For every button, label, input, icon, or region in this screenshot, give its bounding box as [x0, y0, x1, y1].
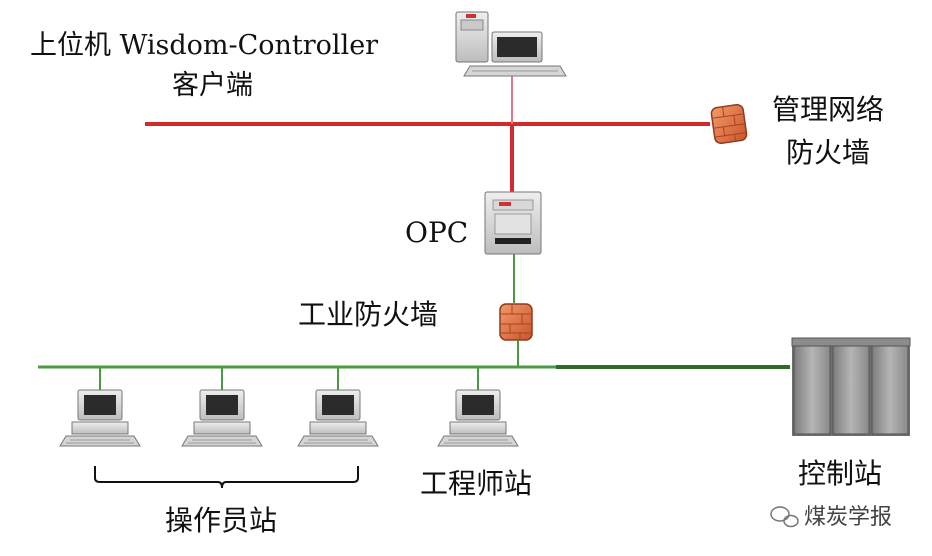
opc-server-icon — [484, 191, 542, 255]
host-computer-icon — [455, 11, 567, 77]
mgmt-firewall-label-line1: 管理网络 — [772, 93, 884, 126]
opc-label: OPC — [405, 216, 468, 249]
engineer-station-label: 工程师站 — [420, 467, 532, 500]
industrial-firewall-icon — [499, 303, 533, 341]
mgmt-firewall-label-line2: 防火墙 — [786, 136, 870, 169]
control-station-label: 控制站 — [798, 457, 882, 490]
operator-station-3-icon — [297, 389, 379, 447]
management-firewall-icon — [709, 103, 749, 145]
host-label-line2: 客户端 — [172, 70, 253, 101]
industrial-firewall-label: 工业防火墙 — [298, 298, 438, 331]
host-label-line1: 上位机 Wisdom-Controller — [30, 30, 378, 61]
control-station-cabinet-icon — [791, 337, 911, 436]
operator-station-2-icon — [181, 389, 263, 447]
engineer-station-icon — [437, 389, 519, 447]
operator-stations-bracket — [94, 466, 359, 489]
watermark-text: 煤炭学报 — [804, 505, 892, 530]
operator-station-1-icon — [59, 389, 141, 447]
operator-stations-label: 操作员站 — [165, 504, 277, 537]
wechat-icon — [770, 506, 799, 528]
